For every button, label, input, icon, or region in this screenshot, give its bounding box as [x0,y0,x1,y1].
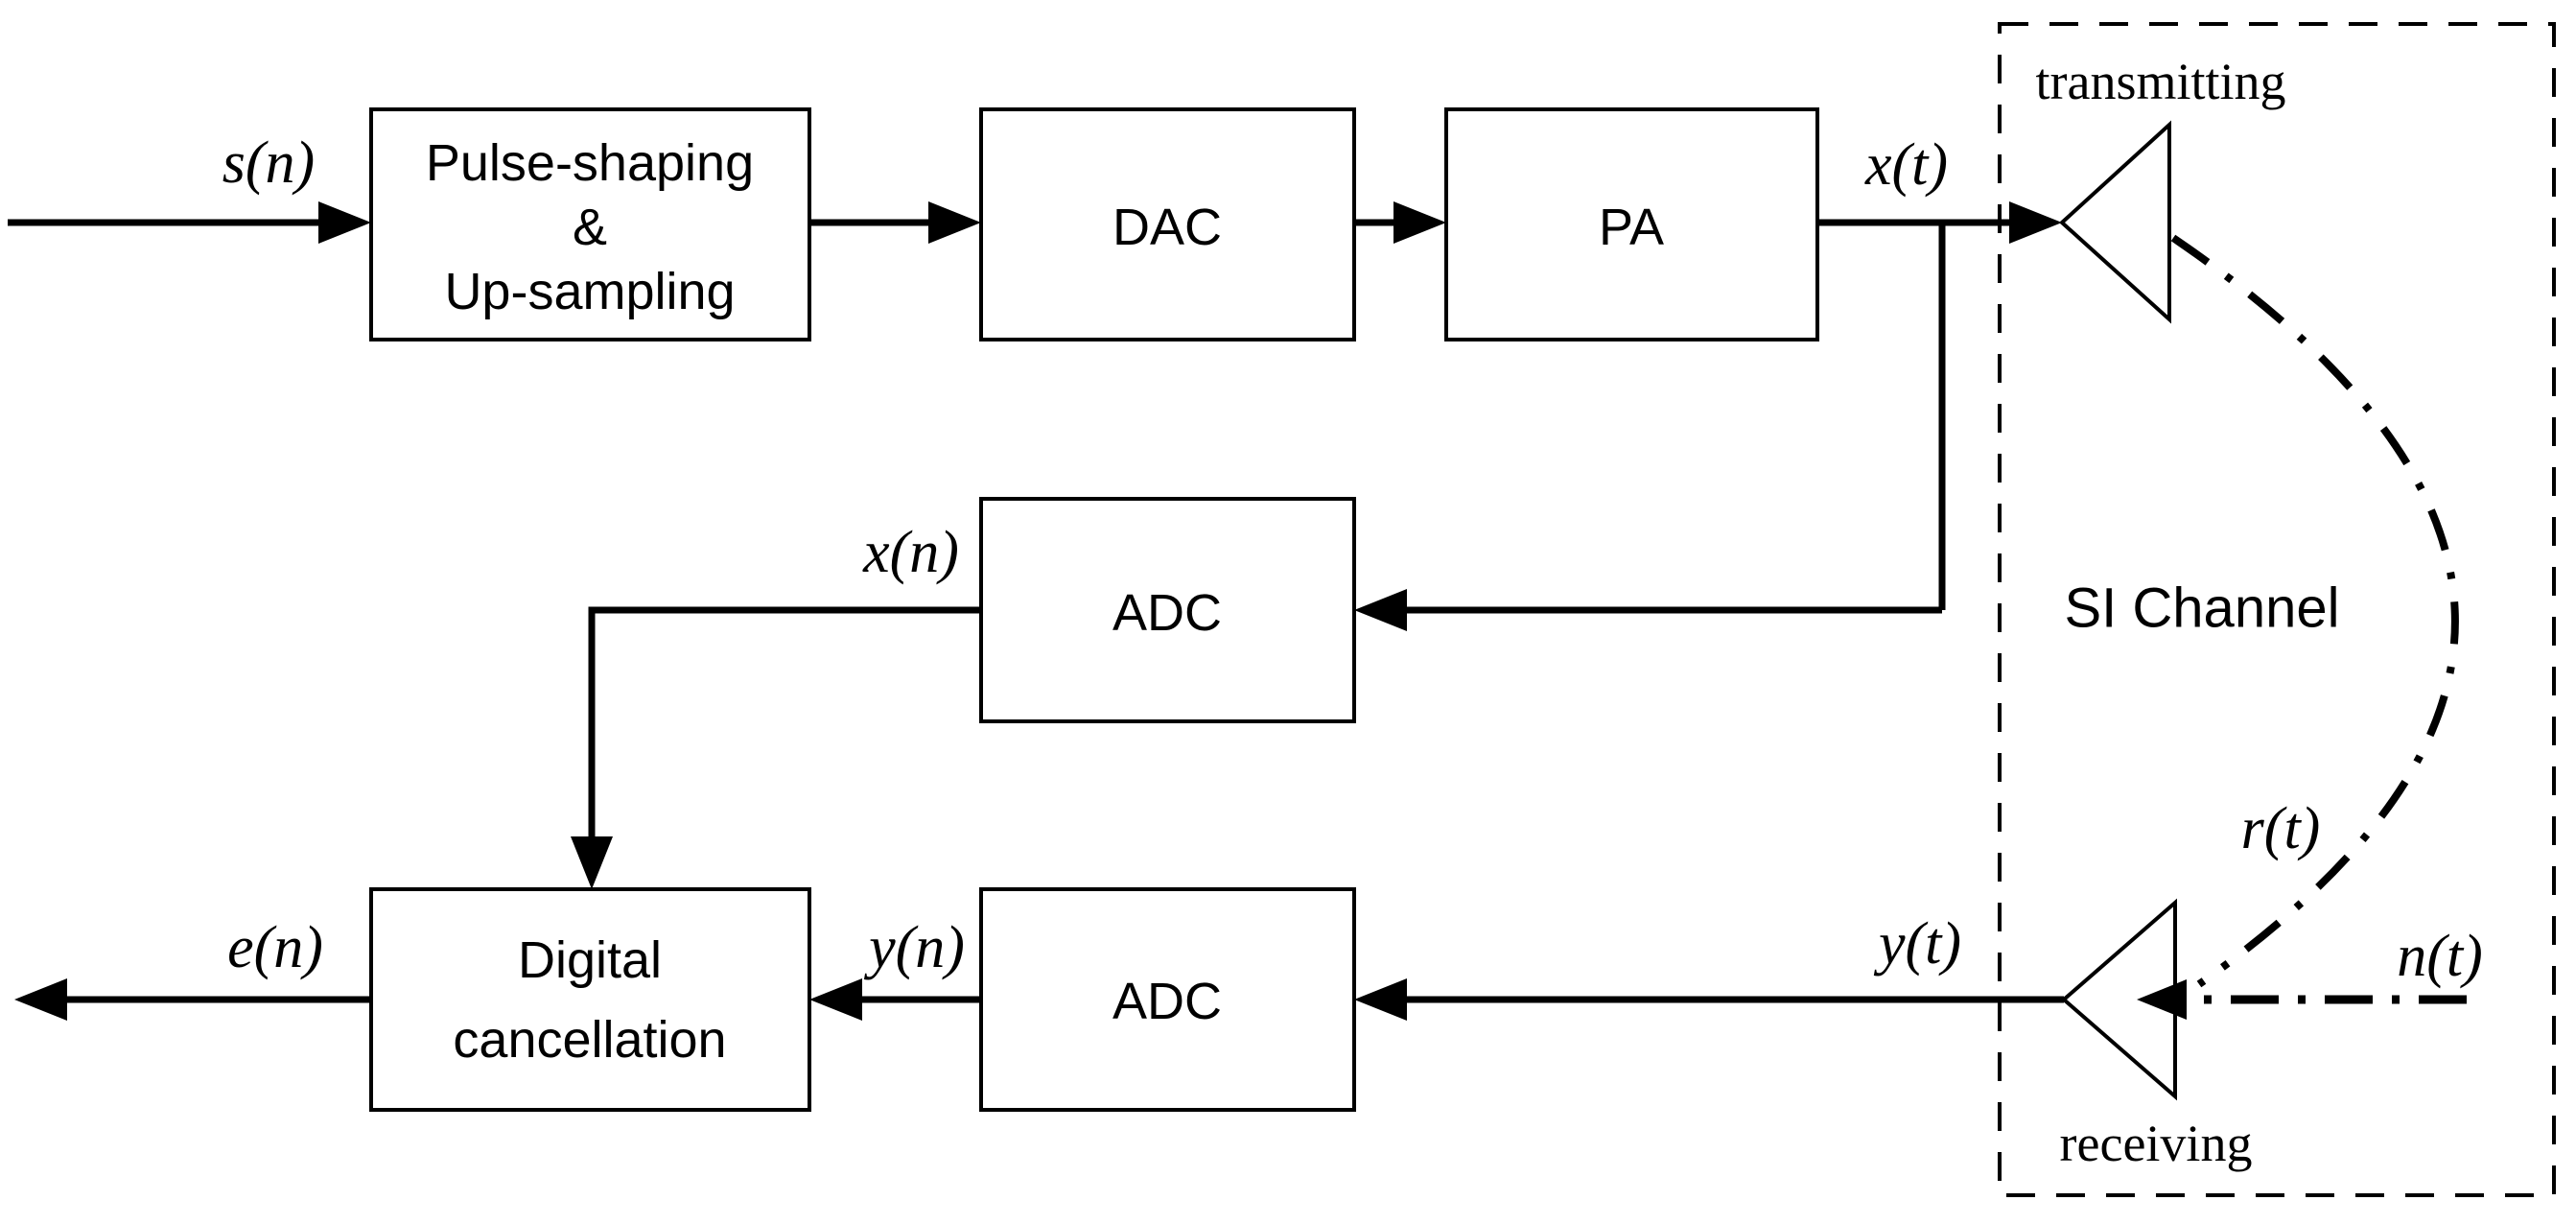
block-digital-cancellation [369,887,811,1112]
self-interference-arc [2170,234,2459,988]
arrowhead-into-digital-top [571,836,613,889]
arrowhead-into-pulse [318,201,371,244]
si-channel-label: SI Channel [2065,577,2340,640]
pa-label: PA [1599,199,1664,256]
block-adc-bottom [979,887,1356,1112]
transmitting-label: transmitting [2036,53,2286,110]
arrowhead-output-en [14,978,67,1021]
arrowhead-into-adc-bottom [1354,978,1407,1021]
signal-nt-label: n(t) [2397,924,2483,989]
arrowhead-into-adc-top [1354,589,1407,631]
signal-xn-label: x(n) [862,520,959,585]
transmitting-antenna-icon [2059,120,2171,324]
arrowhead-into-pa [1393,201,1446,244]
arrowhead-into-tx-antenna [2009,201,2062,244]
signal-en-label: e(n) [227,915,323,980]
receiving-label: receiving [2060,1115,2253,1172]
pulse-shaping-label-line3: Up-sampling [444,263,735,320]
wire-adc-top-to-digital [588,606,981,840]
arrowhead-into-digital-right [809,978,862,1021]
block-dac [979,107,1356,341]
signal-yt-label: y(t) [1873,911,1961,977]
arrowhead-into-dac [928,201,981,244]
adc-top-label: ADC [1112,584,1222,642]
arrowhead-into-rx-antenna [2137,979,2187,1020]
si-channel-dashed-box [1998,22,2556,1197]
pulse-shaping-label-line1: Pulse-shaping [426,134,754,192]
digital-cancellation-label-line1: Digital [518,931,662,989]
block-pa [1444,107,1819,341]
digital-cancellation-label-line2: cancellation [453,1011,726,1069]
block-pulse-shaping [369,107,811,341]
signal-sn-label: s(n) [222,130,315,196]
dac-label: DAC [1112,199,1222,256]
pulse-shaping-label-line2: & [573,199,607,256]
block-adc-top [979,497,1356,723]
signal-rt-label: r(t) [2241,796,2321,861]
adc-bottom-label: ADC [1112,973,1222,1030]
signal-xt-label: x(t) [1864,132,1948,198]
signal-yn-label: y(n) [863,915,965,980]
